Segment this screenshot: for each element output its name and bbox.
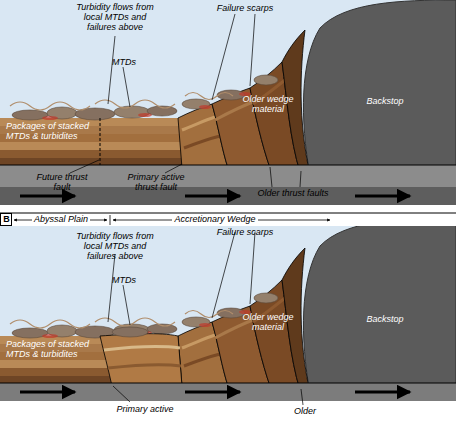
callout-text: MTDs — [107, 275, 141, 285]
panel-letter-box — [1, 214, 12, 226]
wedge-section — [0, 0, 456, 175]
extent-label: Abyssal Plain — [32, 214, 90, 224]
leader-line — [165, 164, 182, 173]
extent-label: Accretionary Wedge — [172, 214, 258, 224]
panel-b — [0, 213, 456, 426]
wedge-section — [0, 218, 456, 393]
plate-arrow — [355, 391, 410, 394]
callout-text: MTDs — [107, 57, 141, 67]
sea-water — [0, 0, 456, 205]
plate-arrow — [185, 195, 240, 198]
callout-text: Older thrust faults — [248, 188, 338, 198]
callout-text: Primary active — [110, 404, 180, 414]
decollement-line — [0, 165, 456, 166]
plate-arrow — [185, 391, 240, 394]
region-label: Backstop — [355, 314, 415, 324]
leader-line — [113, 386, 130, 402]
panel-a — [0, 0, 456, 205]
panel-letter: B — [1, 214, 12, 224]
leader-line — [301, 389, 303, 405]
decollement-line — [0, 383, 456, 384]
plate-arrow — [20, 195, 75, 198]
extent-tick — [110, 215, 111, 225]
region-label: Older wedge material — [238, 312, 298, 332]
region-label: Backstop — [355, 96, 415, 106]
callout-text: Failure scarps — [205, 227, 285, 237]
callout-text: Primary active thrust fault — [118, 172, 194, 192]
callout-text: Future thrust fault — [30, 172, 94, 192]
leader-line — [270, 167, 272, 187]
slice-layer — [104, 347, 180, 350]
leader-line — [300, 171, 301, 187]
callout-text: Turbidity flows from local MTDs and fail… — [72, 2, 158, 32]
mtd-deposit — [112, 327, 148, 337]
plate-arrow — [355, 195, 410, 198]
callout-text: Older — [285, 406, 325, 416]
header-strip — [0, 213, 456, 226]
region-label: Packages of stacked MTDs & turbidites — [6, 121, 102, 141]
callout-text: Turbidity flows from local MTDs and fail… — [72, 231, 158, 261]
future-fault — [100, 118, 101, 165]
region-label: Older wedge material — [238, 94, 298, 114]
panel-background — [0, 213, 456, 426]
oceanic-plate — [0, 383, 456, 401]
callout-text: Failure scarps — [205, 3, 285, 13]
leader-line — [70, 160, 99, 173]
new-wedge-slice — [100, 334, 182, 386]
plate-arrow — [20, 391, 75, 394]
slice-layer — [108, 365, 181, 368]
region-label: Packages of stacked MTDs & turbidites — [6, 339, 102, 359]
